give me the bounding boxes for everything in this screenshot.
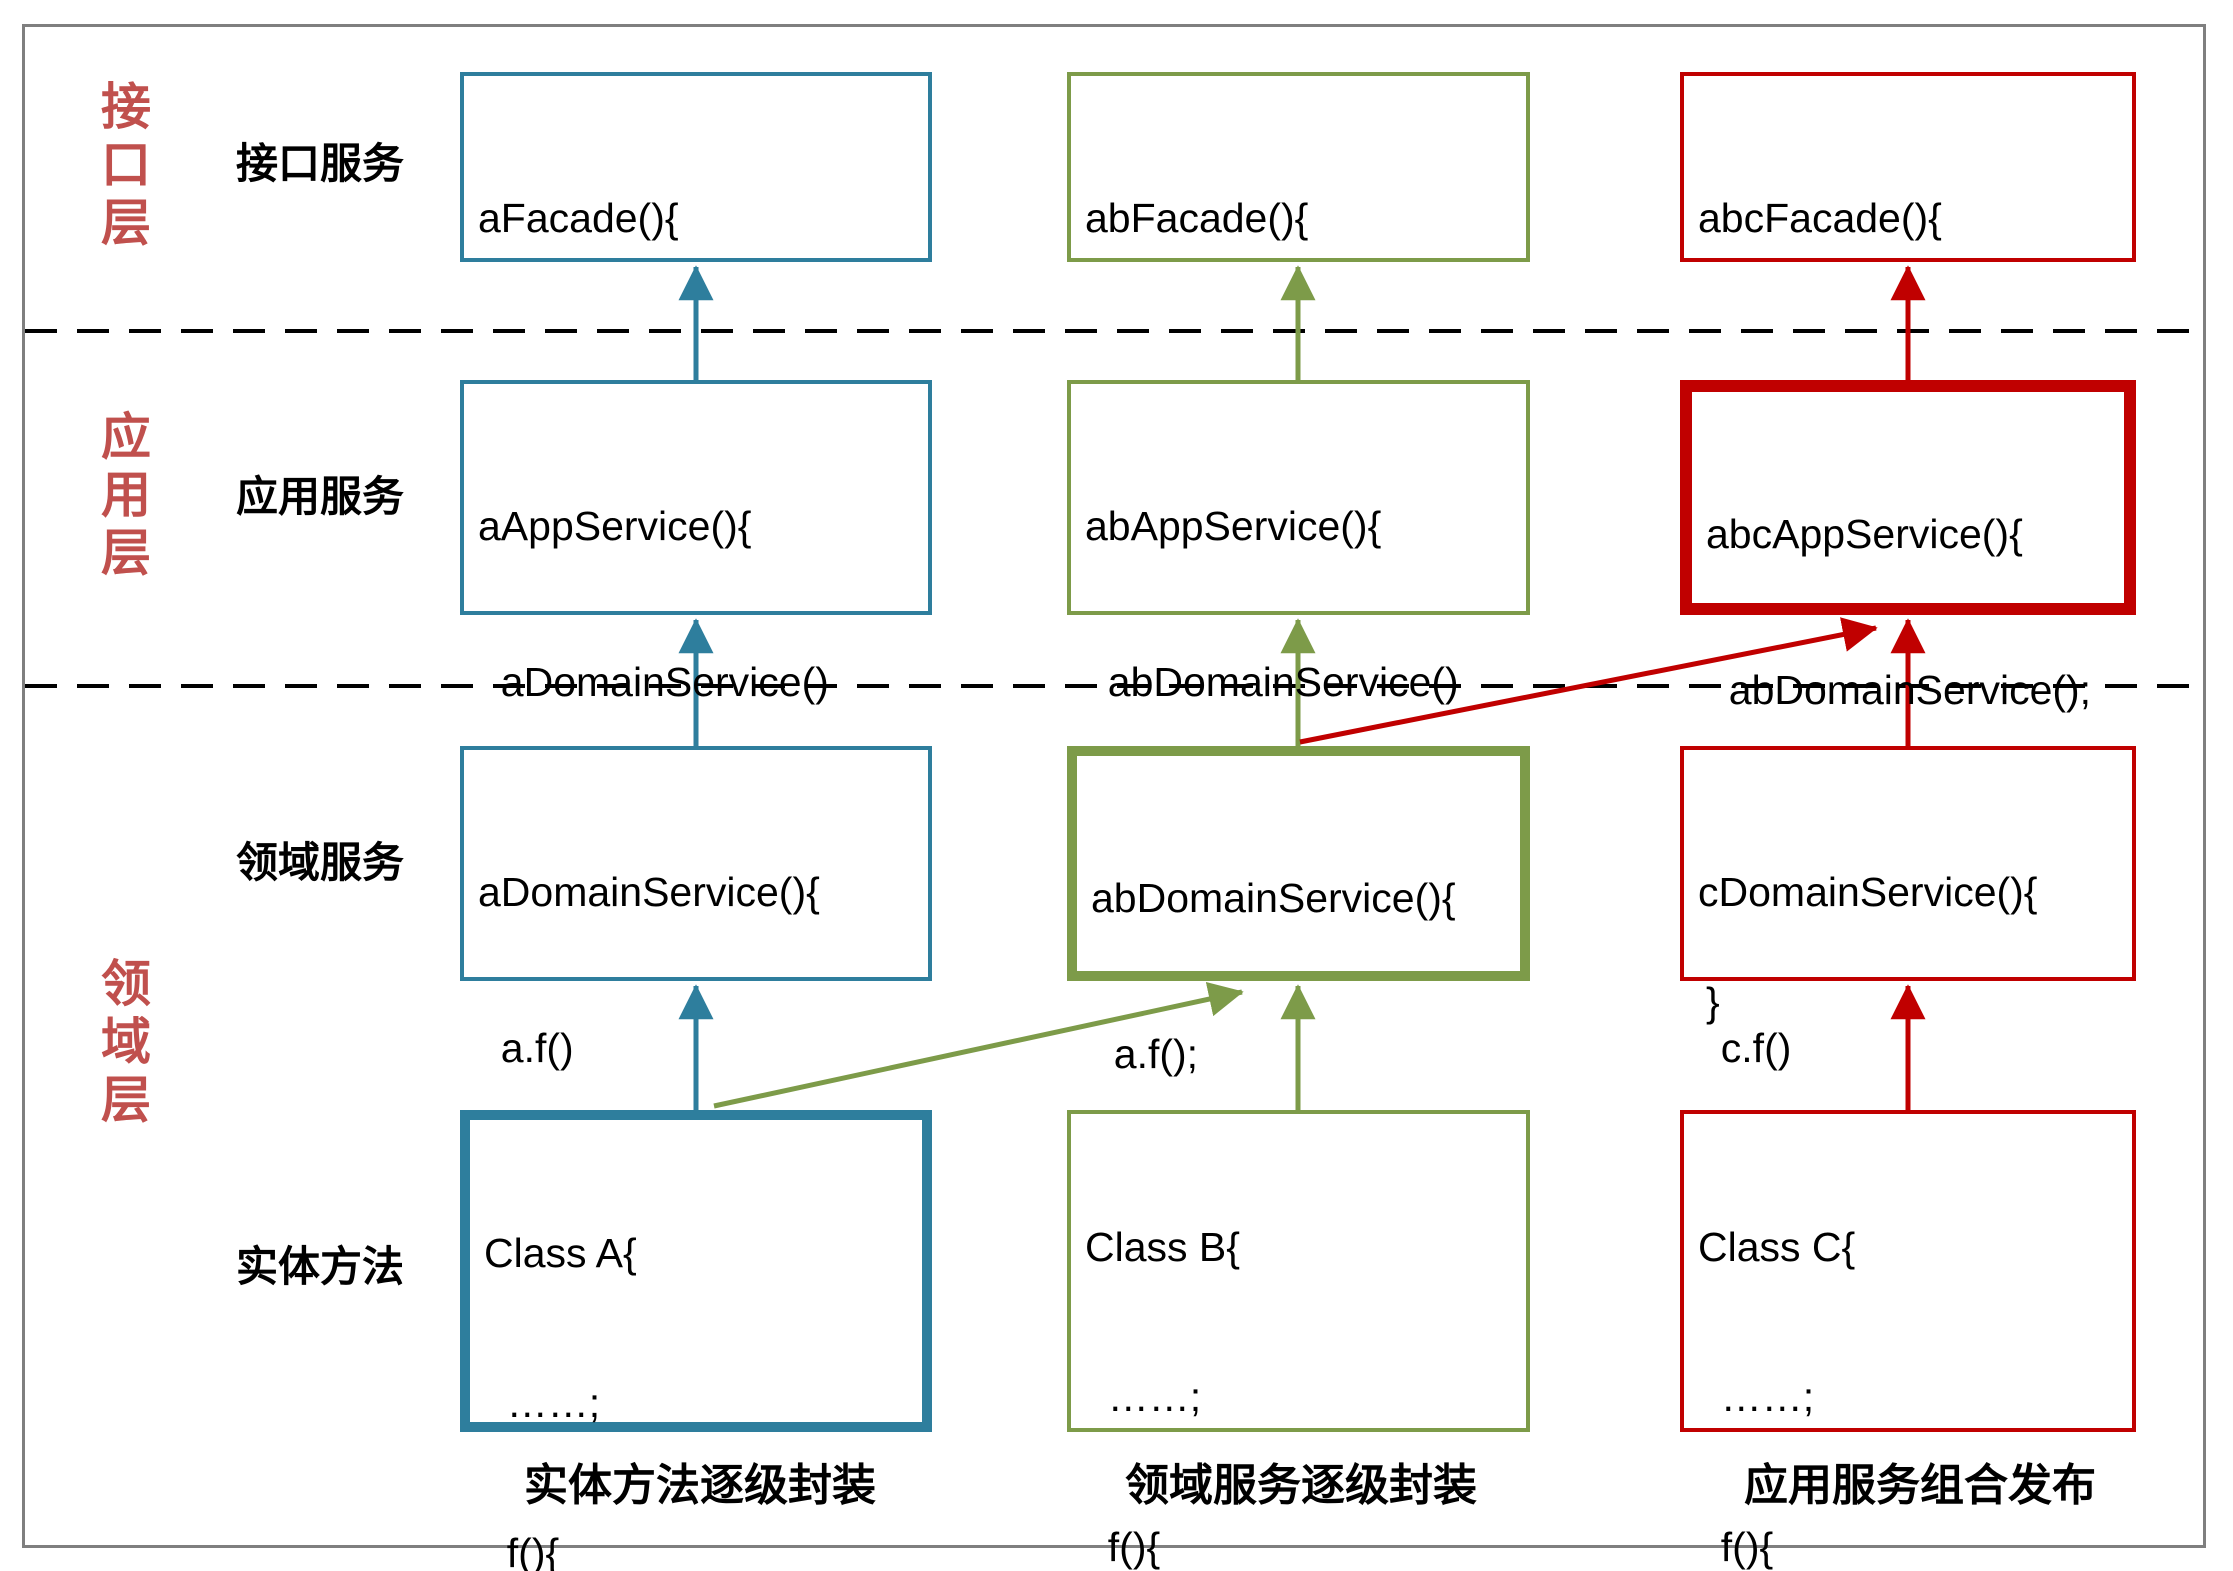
code-line: aDomainService() [478,659,829,705]
box-a-domain-service: aDomainService(){ a.f() } [460,746,932,1227]
box-a-facade: aFacade(){ …… } [460,72,932,553]
code-line: cDomainService(){ [1698,869,2038,915]
code-line: aDomainService(){ [478,869,820,915]
row-label-entity-method: 实体方法 [235,1243,404,1290]
box-c-domain-service: cDomainService(){ c.f() } [1680,746,2136,1227]
slide-border [22,24,2206,1548]
code-line: c.f() [1698,1025,1792,1071]
code-line: ……; [1085,1374,1202,1420]
caption-domain-service-wrapping: 领域服务逐级封装 [1125,1461,1477,1510]
box-ab-domain-service: abDomainService(){ a.f(); b.f() } [1067,746,1530,1389]
box-class-b: Class B{ ……; f(){ …… } } [1067,1110,1530,1570]
box-a-app-service: aAppService(){ aDomainService() } [460,380,932,861]
layer-label-application: 应用层 [101,409,151,581]
code-block: aAppService(){ aDomainService() } [464,384,928,968]
code-line: f(){ [1698,1524,1774,1570]
layer-label-interface: 接口层 [101,79,151,251]
box-abc-facade: abcFacade(){ …… } [1680,72,2136,553]
layer-label-domain: 领域层 [101,956,151,1128]
caption-entity-method-wrapping: 实体方法逐级封装 [524,1461,876,1510]
code-block: Class A{ ……; f(){ …… } } [470,1120,922,1571]
code-line: abDomainService() [1085,659,1459,705]
code-line: abDomainService(){ [1091,875,1456,921]
code-block: cDomainService(){ c.f() } [1684,750,2132,1334]
code-line: f(){ [484,1530,560,1571]
row-label-domain-service: 领域服务 [235,839,404,886]
code-line: ……; [484,1380,601,1426]
code-line: abcFacade(){ [1698,195,1942,241]
code-line: ……; [1698,1374,1815,1420]
code-line: Class A{ [484,1230,637,1276]
code-line: aAppService(){ [478,503,752,549]
box-ab-facade: abFacade(){ …… } [1067,72,1530,553]
code-line: abAppService(){ [1085,503,1382,549]
arrow-classa-to-abdomainservice [713,981,1244,1109]
box-class-a: Class A{ ……; f(){ …… } } [460,1110,932,1571]
code-block: Class C{ ……; f(){ …… } } [1684,1114,2132,1571]
code-line: a.f() [478,1025,574,1071]
arrow-abdomainservice-to-abcappservice [1299,617,1878,745]
row-label-interface-service: 接口服务 [235,140,404,187]
code-block: Class B{ ……; f(){ …… } } [1071,1114,1526,1571]
box-ab-app-service: abAppService(){ abDomainService() } [1067,380,1530,861]
box-abc-app-service: abcAppService(){ abDomainService(); cDom… [1680,380,2136,1025]
row-label-application-service: 应用服务 [235,473,404,520]
code-line: abFacade(){ [1085,195,1309,241]
code-line: abcAppService(){ [1706,511,2023,557]
code-block: abAppService(){ abDomainService() } [1071,384,1526,968]
code-line: f(){ [1085,1524,1161,1570]
code-line: } [1706,979,1720,1025]
code-line: Class C{ [1698,1224,1856,1270]
caption-app-service-composition: 应用服务组合发布 [1744,1461,2096,1510]
code-line: aFacade(){ [478,195,679,241]
code-line: abDomainService(); [1706,667,2092,713]
box-class-c: Class C{ ……; f(){ …… } } [1680,1110,2136,1570]
code-line: a.f(); [1091,1031,1199,1077]
code-line: Class B{ [1085,1224,1240,1270]
